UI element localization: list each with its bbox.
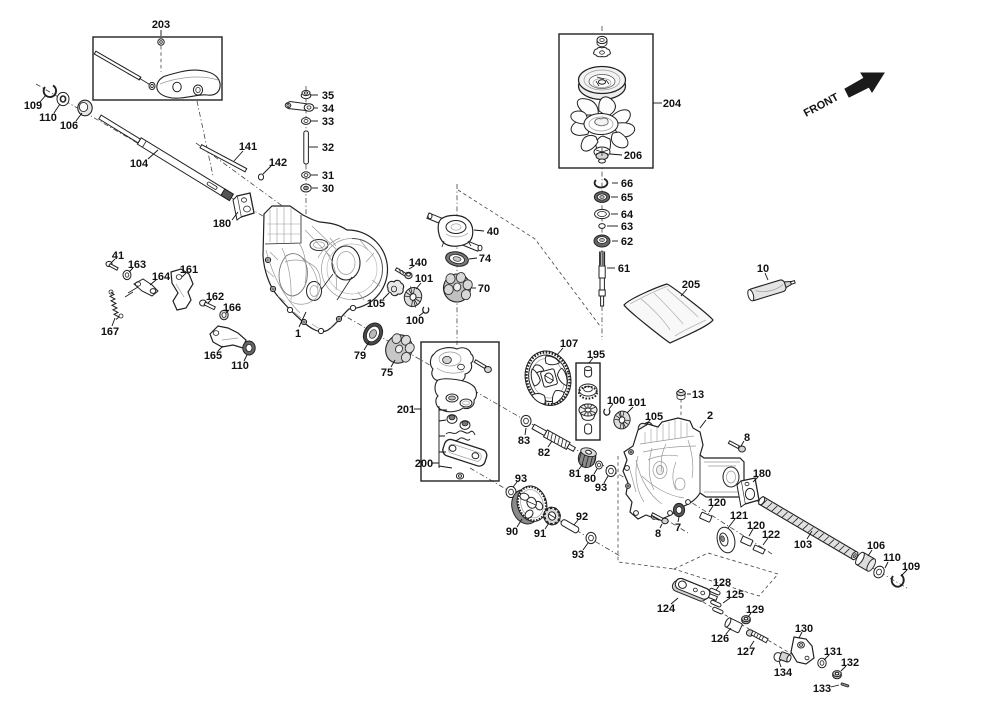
- svg-text:91: 91: [534, 528, 546, 540]
- svg-text:41: 41: [112, 250, 124, 262]
- svg-text:100: 100: [406, 315, 424, 327]
- svg-text:200: 200: [415, 458, 433, 470]
- svg-text:100: 100: [607, 395, 625, 407]
- svg-text:125: 125: [726, 589, 744, 601]
- svg-text:81: 81: [569, 468, 581, 480]
- svg-text:8: 8: [744, 432, 750, 444]
- svg-text:110: 110: [883, 552, 901, 564]
- svg-text:165: 165: [204, 350, 222, 362]
- svg-text:142: 142: [269, 157, 287, 169]
- svg-text:8: 8: [655, 528, 661, 540]
- svg-text:128: 128: [713, 577, 731, 589]
- svg-text:110: 110: [39, 112, 57, 124]
- svg-text:120: 120: [747, 520, 765, 532]
- svg-text:163: 163: [128, 259, 146, 271]
- svg-text:10: 10: [757, 263, 769, 275]
- svg-text:83: 83: [518, 435, 530, 447]
- svg-text:40: 40: [487, 226, 499, 238]
- svg-text:205: 205: [682, 279, 700, 291]
- svg-text:101: 101: [415, 273, 433, 285]
- svg-text:80: 80: [584, 473, 596, 485]
- svg-text:7: 7: [675, 522, 681, 534]
- svg-text:93: 93: [515, 473, 527, 485]
- svg-text:101: 101: [628, 397, 646, 409]
- svg-text:131: 131: [824, 646, 842, 658]
- svg-text:33: 33: [322, 116, 334, 128]
- svg-text:204: 204: [663, 98, 682, 110]
- svg-text:203: 203: [152, 19, 170, 31]
- svg-text:162: 162: [206, 291, 224, 303]
- svg-text:70: 70: [478, 283, 490, 295]
- svg-text:161: 161: [180, 264, 198, 276]
- svg-text:127: 127: [737, 646, 755, 658]
- svg-text:109: 109: [24, 100, 42, 112]
- svg-text:35: 35: [322, 90, 334, 102]
- svg-text:104: 104: [130, 158, 149, 170]
- svg-text:13: 13: [692, 389, 704, 401]
- svg-text:2: 2: [707, 410, 713, 422]
- svg-text:32: 32: [322, 142, 334, 154]
- svg-text:180: 180: [213, 218, 231, 230]
- svg-text:1: 1: [295, 328, 301, 340]
- svg-text:109: 109: [902, 561, 920, 573]
- svg-text:140: 140: [409, 257, 427, 269]
- svg-text:106: 106: [867, 540, 885, 552]
- svg-text:201: 201: [397, 404, 415, 416]
- svg-text:129: 129: [746, 604, 764, 616]
- svg-text:93: 93: [572, 549, 584, 561]
- svg-text:92: 92: [576, 511, 588, 523]
- svg-text:180: 180: [753, 468, 771, 480]
- svg-text:126: 126: [711, 633, 729, 645]
- svg-text:122: 122: [762, 529, 780, 541]
- svg-text:110: 110: [231, 360, 249, 372]
- svg-text:82: 82: [538, 447, 550, 459]
- svg-text:62: 62: [621, 236, 633, 248]
- svg-text:106: 106: [60, 120, 78, 132]
- svg-text:93: 93: [595, 482, 607, 494]
- svg-text:167: 167: [101, 326, 119, 338]
- svg-text:64: 64: [621, 209, 634, 221]
- svg-text:107: 107: [560, 338, 578, 350]
- svg-text:105: 105: [367, 298, 385, 310]
- svg-text:120: 120: [708, 497, 726, 509]
- svg-text:65: 65: [621, 192, 633, 204]
- svg-text:79: 79: [354, 350, 366, 362]
- svg-text:34: 34: [322, 103, 335, 115]
- svg-text:133: 133: [813, 683, 831, 695]
- svg-text:134: 134: [774, 667, 793, 679]
- svg-text:121: 121: [730, 510, 748, 522]
- svg-text:63: 63: [621, 221, 633, 233]
- svg-text:75: 75: [381, 367, 393, 379]
- svg-text:66: 66: [621, 178, 633, 190]
- svg-text:206: 206: [624, 150, 642, 162]
- svg-text:30: 30: [322, 183, 334, 195]
- svg-text:195: 195: [587, 349, 605, 361]
- svg-text:124: 124: [657, 603, 676, 615]
- svg-text:141: 141: [239, 141, 257, 153]
- svg-text:132: 132: [841, 657, 859, 669]
- svg-text:164: 164: [152, 271, 171, 283]
- svg-text:166: 166: [223, 302, 241, 314]
- svg-text:130: 130: [795, 623, 813, 635]
- svg-text:105: 105: [645, 411, 663, 423]
- svg-text:31: 31: [322, 170, 334, 182]
- svg-text:103: 103: [794, 539, 812, 551]
- svg-text:90: 90: [506, 526, 518, 538]
- svg-text:61: 61: [618, 263, 630, 275]
- svg-text:74: 74: [479, 253, 492, 265]
